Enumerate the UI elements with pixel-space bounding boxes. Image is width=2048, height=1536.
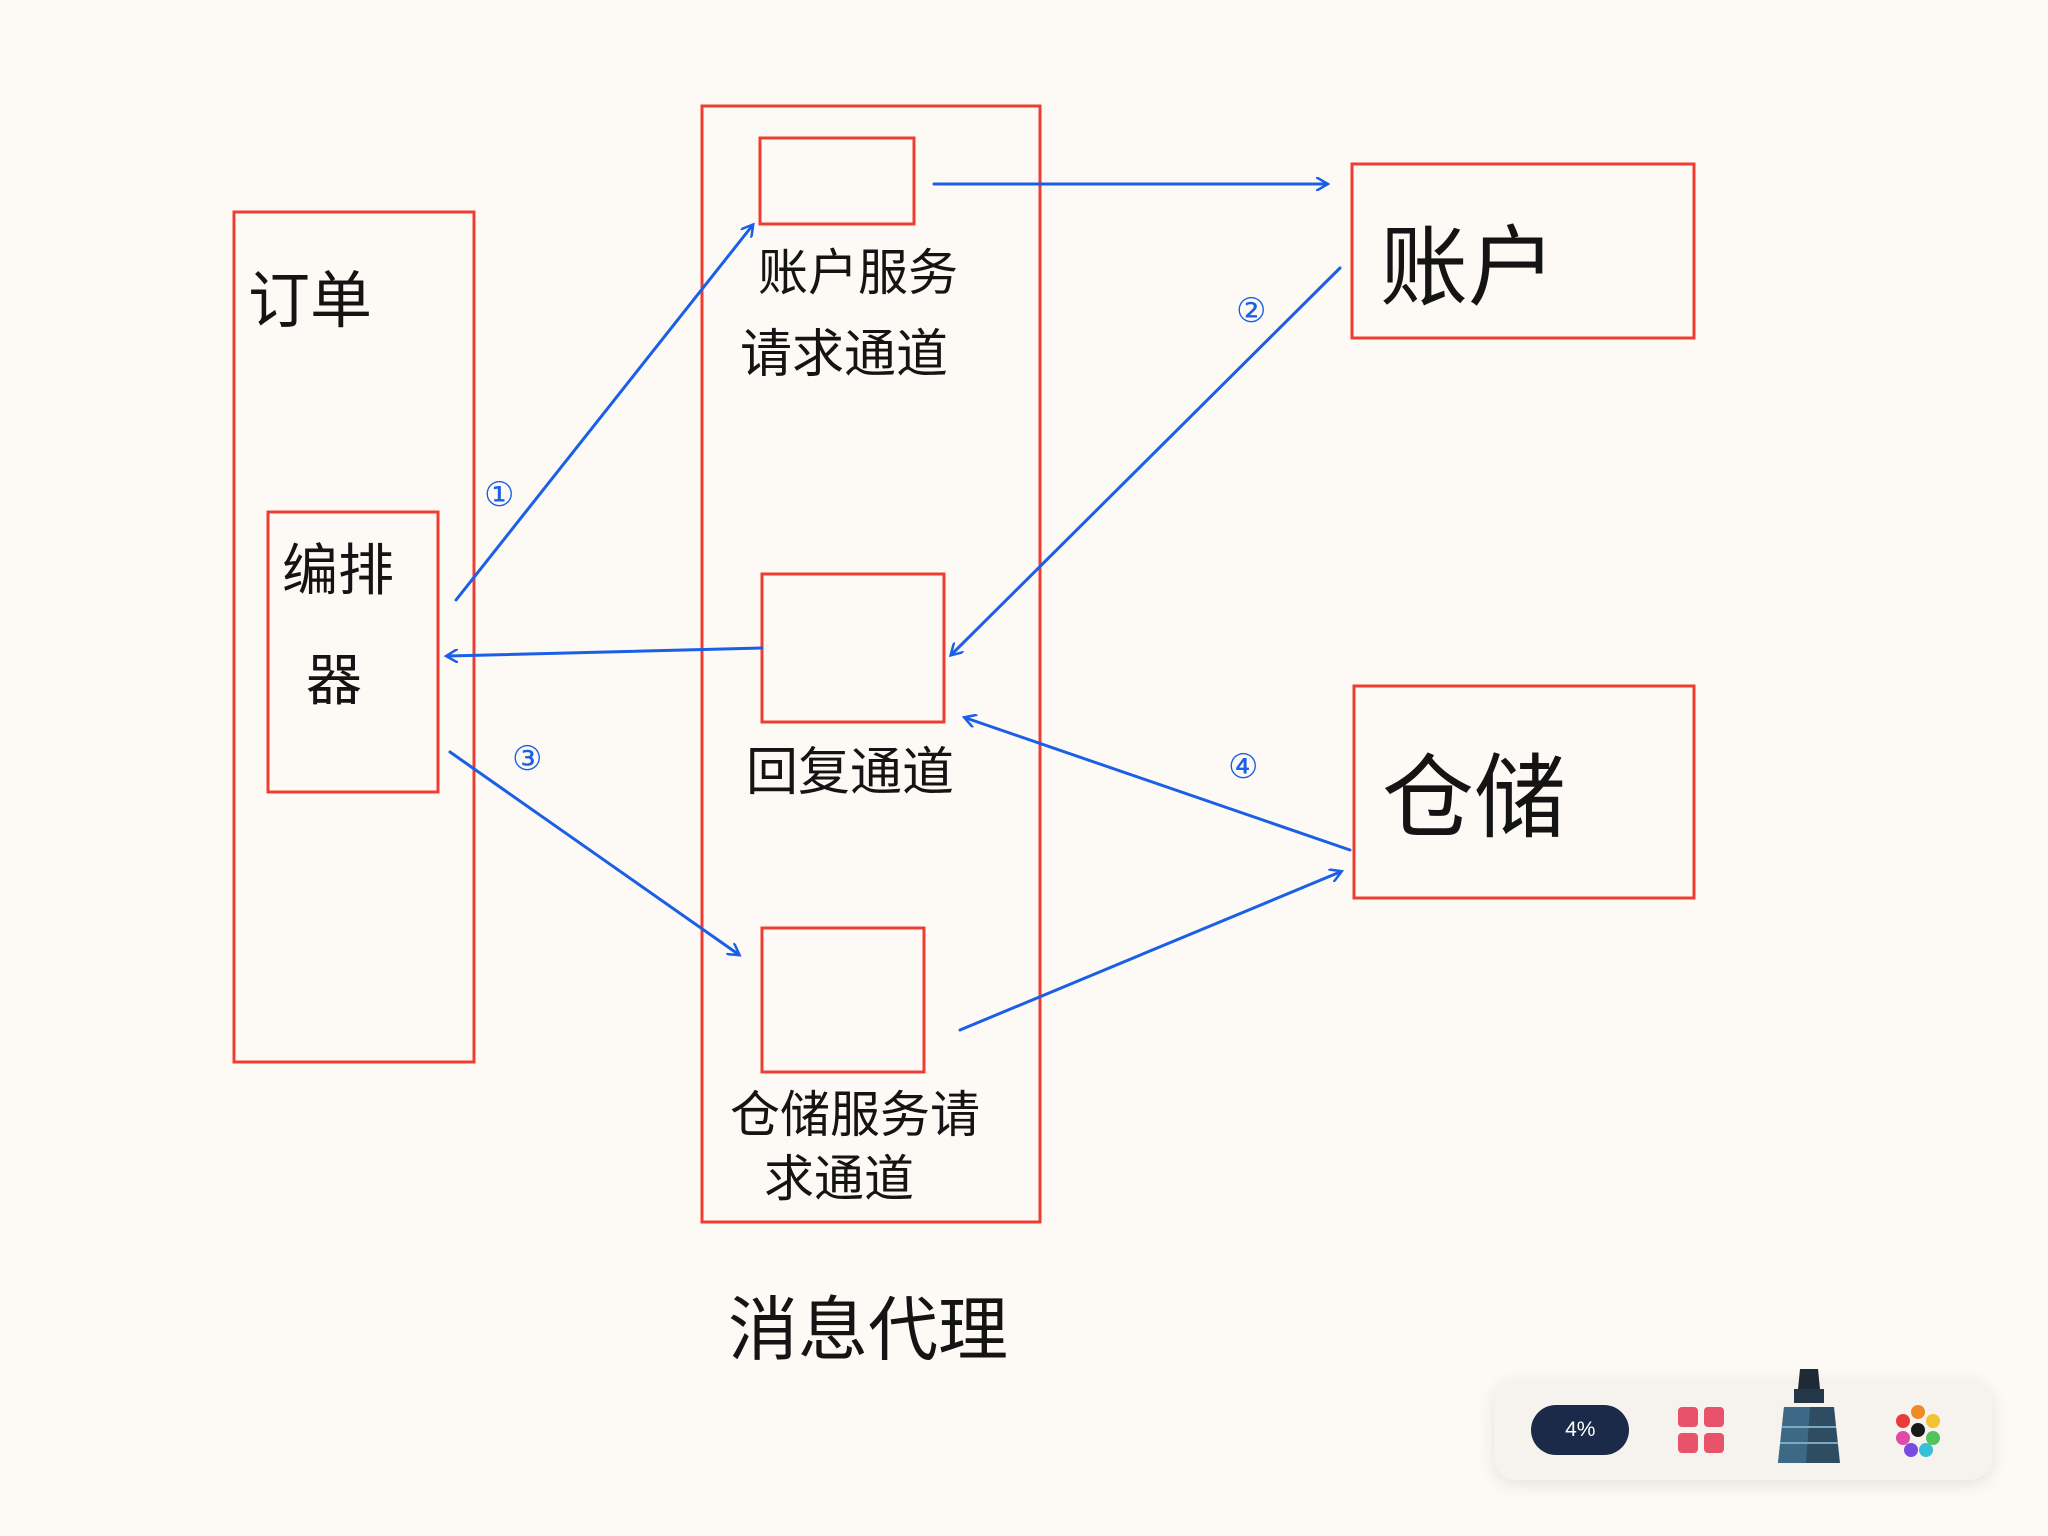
arrow-orchestrator-to-inventory-channel (448, 750, 738, 954)
orchestrator-label-line2: 器 (306, 649, 362, 714)
inventory-service-box (1352, 684, 1696, 900)
floating-toolbar: 4% (1494, 1369, 1992, 1480)
zoom-level-button[interactable]: 4% (1531, 1405, 1630, 1455)
message-broker-label: 消息代理 (728, 1289, 1008, 1371)
orchestrator-label-line1: 编排 (282, 539, 394, 604)
account-request-channel-label-line2: 请求通道 (740, 325, 948, 385)
account-service-label: 账户 (1380, 216, 1556, 319)
inventory-request-channel-label-line1: 仓储服务请 (730, 1086, 980, 1144)
step-4-marker: ④ (1228, 747, 1258, 787)
marker-pen-icon (1778, 1369, 1841, 1463)
order-service-label: 订单 (248, 264, 372, 337)
order-service-box (232, 210, 476, 1064)
color-palette-icon (1895, 1405, 1940, 1457)
arrow-account-service-to-reply-channel (952, 266, 1342, 654)
inventory-request-channel-box (760, 926, 926, 1074)
account-request-channel-box (758, 136, 916, 226)
grid-button[interactable] (1664, 1393, 1738, 1467)
account-request-channel-label-line1: 账户服务 (758, 244, 958, 302)
orchestrator-box (266, 510, 440, 794)
step-3-marker: ③ (512, 739, 542, 779)
step-1-marker: ① (484, 475, 514, 515)
inventory-request-channel-label-line2: 求通道 (764, 1150, 914, 1208)
arrow-orchestrator-to-account-channel (454, 226, 752, 602)
reply-channel-box (760, 572, 946, 724)
grid-icon (1677, 1407, 1724, 1453)
color-palette-button[interactable] (1881, 1393, 1955, 1467)
step-2-marker: ② (1236, 291, 1266, 331)
arrow-reply-channel-to-orchestrator (448, 646, 764, 656)
arrow-inventory-service-to-reply-channel (966, 718, 1352, 852)
account-service-box (1350, 162, 1696, 340)
reply-channel-label: 回复通道 (746, 743, 954, 803)
message-broker-box (700, 104, 1042, 1224)
marker-tool-button[interactable] (1772, 1369, 1846, 1467)
inventory-service-label: 仓储 (1382, 745, 1566, 852)
arrow-inventory-channel-to-inventory-service (958, 872, 1340, 1032)
